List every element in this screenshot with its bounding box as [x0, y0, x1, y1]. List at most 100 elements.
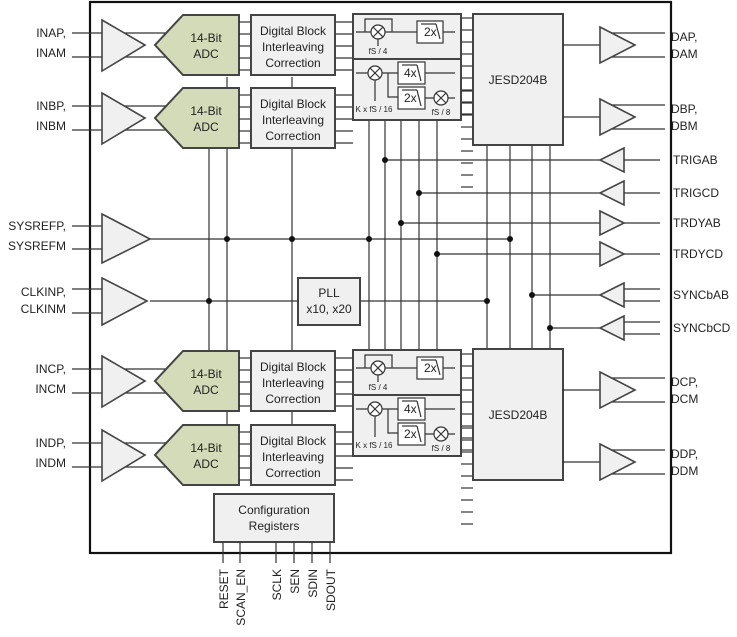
- svg-text:ADC: ADC: [193, 47, 219, 61]
- pin-p: INDP,: [36, 436, 66, 450]
- output-driver-dd: DDP, DDM: [563, 442, 698, 482]
- nco-fs8: fS / 8: [432, 444, 451, 453]
- pin-dbp: DBP,: [671, 102, 697, 116]
- ddc-block-cd: fS / 4 2x K x fS / 16 4x 2x fS / 8: [352, 349, 462, 457]
- svg-text:ADC: ADC: [193, 457, 219, 471]
- svg-text:ADC: ADC: [193, 120, 219, 134]
- svg-text:Digital Block: Digital Block: [260, 434, 327, 448]
- pin-syncbcd: SYNCbCD: [598, 314, 731, 342]
- jesd204b-bottom: JESD204B: [472, 348, 564, 481]
- svg-text:4x: 4x: [404, 402, 417, 416]
- svg-text:TRIGAB: TRIGAB: [673, 153, 718, 167]
- pin-dap: DAP,: [671, 30, 697, 44]
- svg-text:TRDYAB: TRDYAB: [673, 216, 721, 230]
- svg-text:2x: 2x: [424, 361, 437, 375]
- pin-trigcd: TRIGCD: [598, 179, 719, 207]
- pin-sysrefm: SYSREFM: [8, 239, 66, 253]
- pin-clkinp: CLKINP,: [21, 285, 66, 299]
- svg-text:SYNCbAB: SYNCbAB: [673, 288, 729, 302]
- svg-text:Configuration: Configuration: [238, 503, 309, 517]
- pin-ddp: DDP,: [671, 447, 698, 461]
- svg-text:Digital Block: Digital Block: [260, 97, 327, 111]
- svg-text:14-Bit: 14-Bit: [190, 441, 222, 455]
- adc-14bit: [153, 350, 240, 412]
- svg-text:Correction: Correction: [265, 56, 320, 70]
- svg-text:2x: 2x: [404, 427, 417, 441]
- svg-text:SEN: SEN: [288, 569, 302, 594]
- svg-text:Digital Block: Digital Block: [260, 24, 327, 38]
- pin-reset: RESET: [217, 542, 231, 609]
- pin-trigab: TRIGAB: [598, 146, 718, 174]
- svg-text:Digital Block: Digital Block: [260, 360, 327, 374]
- nco-k: K x fS / 16: [356, 105, 393, 114]
- output-driver-da: DAP, DAM: [563, 25, 698, 65]
- pin-dam: DAM: [671, 47, 698, 61]
- svg-text:TRIGCD: TRIGCD: [673, 186, 719, 200]
- digital-block-correction: [250, 14, 336, 76]
- pin-sdin: SDIN: [306, 542, 320, 598]
- svg-text:RESET: RESET: [217, 568, 231, 609]
- output-driver-dc: DCP,DCM: [563, 370, 698, 410]
- digital-block-correction: [250, 87, 336, 149]
- svg-text:Correction: Correction: [265, 466, 320, 480]
- svg-text:x10, x20: x10, x20: [306, 302, 352, 316]
- svg-text:Interleaving: Interleaving: [262, 40, 324, 54]
- svg-text:2x: 2x: [404, 91, 417, 105]
- sysref-input: SYSREFP, SYSREFM: [8, 212, 152, 265]
- pin-p: INAP,: [36, 26, 66, 40]
- svg-text:Interleaving: Interleaving: [262, 376, 324, 390]
- svg-text:Interleaving: Interleaving: [262, 450, 324, 464]
- svg-text:SDOUT: SDOUT: [324, 568, 338, 611]
- nco-fs4: fS / 4: [369, 47, 388, 56]
- pin-dcm: DCM: [671, 392, 698, 406]
- svg-text:Registers: Registers: [249, 519, 300, 533]
- svg-text:Interleaving: Interleaving: [262, 113, 324, 127]
- output-driver-db: DBP, DBM: [563, 97, 698, 137]
- pin-dbm: DBM: [671, 119, 698, 133]
- pin-ddm: DDM: [671, 464, 698, 478]
- pin-p: INCP,: [36, 362, 66, 376]
- pin-trdyab: TRDYAB: [599, 209, 721, 237]
- svg-text:SDIN: SDIN: [306, 569, 320, 598]
- configuration-registers: Configuration Registers: [213, 493, 335, 543]
- adc-14bit: [153, 87, 240, 149]
- nco-fs8: fS / 8: [432, 108, 451, 117]
- pin-clkinm: CLKINM: [21, 302, 66, 316]
- adc-14bit: [153, 424, 240, 486]
- pin-p: INBP,: [36, 99, 66, 113]
- pin-trdycd: TRDYCD: [599, 240, 723, 268]
- pin-sclk: SCLK: [270, 542, 284, 600]
- svg-text:Correction: Correction: [265, 129, 320, 143]
- digital-block-correction: [250, 424, 336, 486]
- pin-syncbab: SYNCbAB: [598, 281, 729, 309]
- pin-sysrefp: SYSREFP,: [8, 219, 66, 233]
- nco-k: K x fS / 16: [356, 441, 393, 450]
- pin-scan_en: SCAN_EN: [234, 542, 248, 626]
- svg-text:ADC: ADC: [193, 383, 219, 397]
- pin-sen: SEN: [288, 542, 302, 594]
- jesd204b-top: JESD204B: [472, 13, 564, 146]
- pin-m: INBM: [36, 119, 66, 133]
- pin-m: INAM: [36, 46, 66, 60]
- svg-text:14-Bit: 14-Bit: [190, 31, 222, 45]
- svg-text:14-Bit: 14-Bit: [190, 104, 222, 118]
- junction-dots: [206, 157, 553, 331]
- svg-text:TRDYCD: TRDYCD: [673, 247, 723, 261]
- signal-lines: [150, 159, 600, 329]
- pin-sdout: SDOUT: [324, 542, 338, 611]
- svg-text:4x: 4x: [404, 66, 417, 80]
- digital-block-correction: [250, 350, 336, 412]
- pin-m: INCM: [35, 382, 66, 396]
- pll-block: PLL x10, x20: [297, 277, 361, 326]
- svg-text:SCAN_EN: SCAN_EN: [234, 569, 248, 626]
- nco-fs4: fS / 4: [369, 383, 388, 392]
- svg-text:14-Bit: 14-Bit: [190, 367, 222, 381]
- svg-text:SCLK: SCLK: [270, 569, 284, 600]
- adc-14bit: [153, 14, 240, 76]
- clk-input: CLKINP, CLKINM: [21, 276, 149, 327]
